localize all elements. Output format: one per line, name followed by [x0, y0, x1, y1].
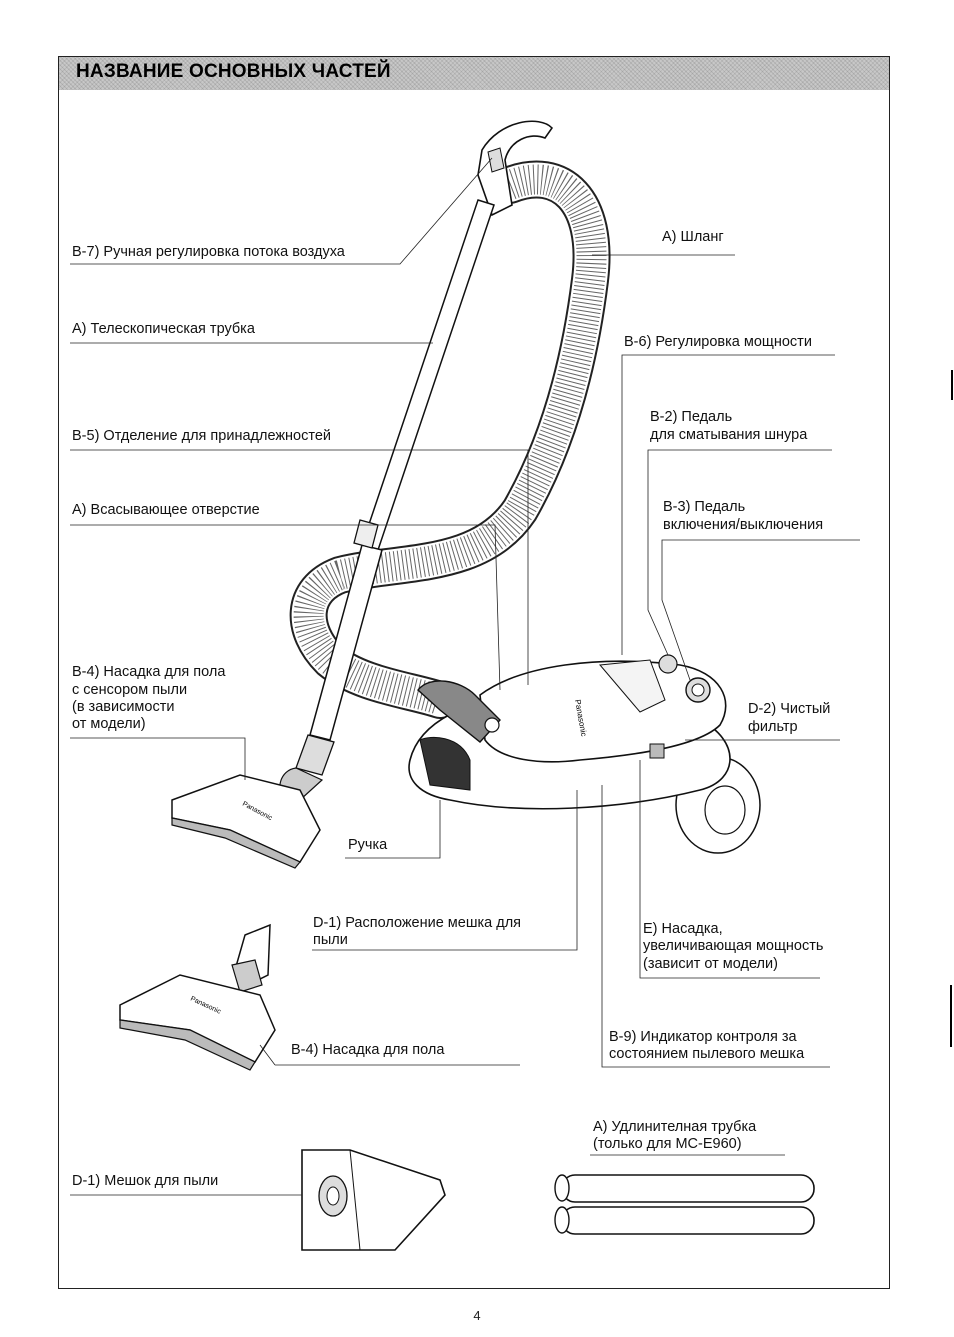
label-dust-bag-location-1: D-1) Расположение мешка для [313, 915, 522, 931]
label-power-nozzle-3: (зависит от модели) [643, 956, 778, 972]
label-cord-rewind-pedal-1: В-2) Педаль [650, 409, 733, 425]
label-dust-bag: D-1) Мешок для пыли [72, 1173, 219, 1189]
label-power-nozzle-2: увеличивающая мощность [643, 938, 824, 954]
page-frame [58, 56, 890, 1289]
label-power-nozzle-1: Е) Насадка, [643, 921, 723, 937]
page-number: 4 [473, 1308, 481, 1323]
label-airflow-control: В-7) Ручная регулировка потока воздуха [72, 244, 345, 260]
telescopic-tube-drawing [295, 199, 495, 776]
label-dust-sensor-nozzle-2: с сенсором пыли [72, 682, 188, 698]
floor-nozzle-drawing: Panasonic [119, 923, 276, 1071]
label-clean-filter-2: фильтр [748, 719, 798, 735]
hose-connector-drawing [417, 680, 501, 743]
label-dust-sensor-nozzle-4: от модели) [72, 716, 146, 732]
scan-edge-mark [950, 985, 952, 1047]
label-telescopic-tube: А) Телескопическая трубка [72, 321, 255, 337]
label-power-pedal-2: включения/выключения [663, 517, 824, 533]
label-power-pedal-1: В-3) Педаль [663, 499, 746, 515]
dust-sensor-nozzle-drawing: Panasonic [171, 767, 324, 869]
label-dust-sensor-nozzle-3: (в зависимости [72, 699, 175, 715]
label-bag-indicator-1: В-9) Индикатор контроля за [609, 1029, 797, 1045]
vacuum-body-drawing: Panasonic [408, 654, 761, 854]
label-extension-tube-2: (только для МС-Е960) [593, 1136, 742, 1152]
label-extension-tube-1: А) Удлинителная трубка [593, 1119, 757, 1135]
label-bag-indicator-2: состоянием пылевого мешка [609, 1046, 805, 1062]
label-dust-sensor-nozzle-1: В-4) Насадка для пола [72, 664, 226, 680]
label-suction-inlet: А) Всасывающее отверстие [72, 502, 260, 518]
section-header-bar [59, 57, 889, 90]
hose-handle-drawing [477, 120, 554, 217]
label-dust-bag-location-2: пыли [313, 932, 348, 948]
label-floor-nozzle: В-4) Насадка для пола [291, 1042, 445, 1058]
extension-tubes-drawing [554, 1174, 815, 1235]
leader-lines [70, 157, 860, 1196]
label-accessory-compartment: В-5) Отделение для принадлежностей [72, 428, 332, 444]
dust-bag-drawing [301, 1149, 446, 1251]
section-title: НАЗВАНИЕ ОСНОВНЫХ ЧАСТЕЙ [76, 61, 391, 82]
label-power-control: В-6) Регулировка мощности [624, 334, 812, 350]
label-cord-rewind-pedal-2: для сматывания шнура [650, 427, 808, 443]
label-hose: А) Шланг [662, 229, 724, 245]
label-clean-filter-1: D-2) Чистый [748, 701, 831, 717]
scan-edge-mark [951, 370, 953, 400]
label-handle: Ручка [348, 837, 388, 853]
